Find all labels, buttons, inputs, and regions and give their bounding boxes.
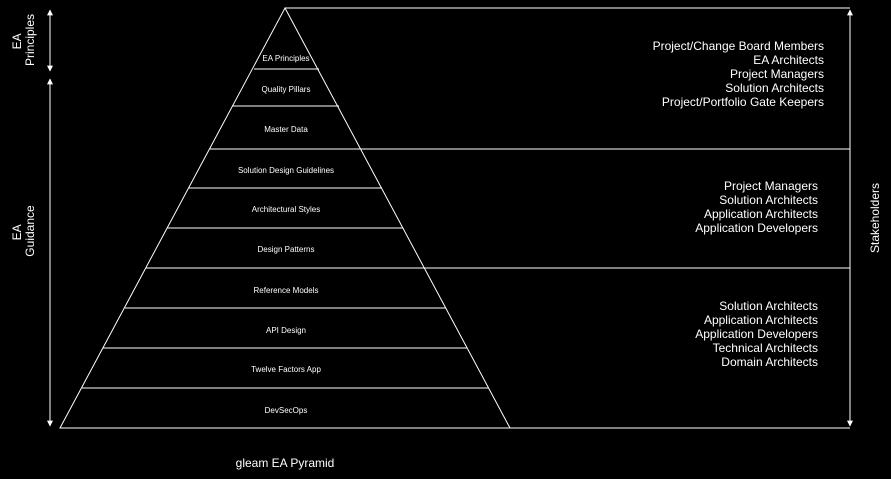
pyramid-outline bbox=[59, 6, 511, 429]
layer-label-solution-design-guidelines: Solution Design Guidelines bbox=[238, 166, 334, 175]
layer-label-master-data: Master Data bbox=[264, 125, 308, 134]
layer-label-twelve-factors-app: Twelve Factors App bbox=[251, 365, 321, 374]
layer-label-api-design: API Design bbox=[266, 326, 306, 335]
guidance-side-label: EA Guidance bbox=[10, 205, 37, 257]
stakeholder-item: Application Developers bbox=[695, 327, 818, 341]
stakeholder-item: Technical Architects bbox=[712, 341, 818, 355]
principles-side-label: EA Principles bbox=[10, 14, 37, 66]
stakeholder-item: Application Developers bbox=[695, 221, 818, 235]
layer-label-reference-models: Reference Models bbox=[254, 286, 319, 295]
stakeholders-side-label: Stakeholders bbox=[868, 183, 882, 253]
layer-label-design-patterns: Design Patterns bbox=[258, 245, 315, 254]
stakeholder-item: Project Managers bbox=[729, 67, 824, 81]
stakeholder-item: Project/Portfolio Gate Keepers bbox=[661, 95, 824, 109]
stakeholder-group-design: Project Managers Solution Architects App… bbox=[695, 179, 818, 235]
stakeholder-item: Solution Architects bbox=[725, 81, 824, 95]
layer-label-architectural-styles: Architectural Styles bbox=[252, 205, 320, 214]
layer-label-ea-principles: EA Principles bbox=[262, 54, 309, 63]
stakeholder-item: Application Architects bbox=[703, 207, 818, 221]
stakeholder-item: Solution Architects bbox=[719, 193, 818, 207]
pyramid: EA Principles Quality Pillars Master Dat… bbox=[59, 6, 511, 429]
stakeholder-group-implementation: Solution Architects Application Architec… bbox=[695, 299, 818, 369]
layer-label-quality-pillars: Quality Pillars bbox=[262, 85, 311, 94]
stakeholder-item: Domain Architects bbox=[721, 355, 818, 369]
stakeholder-item: Solution Architects bbox=[719, 299, 818, 313]
stakeholder-item: EA Architects bbox=[753, 53, 824, 67]
stakeholder-item: Application Architects bbox=[703, 313, 818, 327]
stakeholder-item: Project Managers bbox=[723, 179, 818, 193]
stakeholder-group-principles: Project/Change Board Members EA Architec… bbox=[653, 39, 824, 109]
stakeholder-item: Project/Change Board Members bbox=[652, 39, 824, 53]
layer-label-devsecops: DevSecOps bbox=[265, 406, 308, 415]
diagram-caption: gleam EA Pyramid bbox=[235, 456, 335, 470]
